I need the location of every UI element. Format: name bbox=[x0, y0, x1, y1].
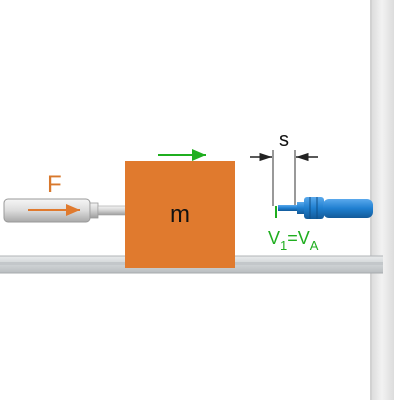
distance-label: s bbox=[279, 129, 289, 151]
force-actuator bbox=[3, 198, 127, 223]
velocity-v1-symbol: V bbox=[268, 228, 280, 248]
velocity-va-symbol: V bbox=[298, 228, 310, 248]
velocity-equals: = bbox=[287, 228, 298, 248]
force-label: F bbox=[47, 171, 62, 198]
shock-absorber bbox=[278, 197, 373, 219]
wall bbox=[370, 0, 394, 400]
mass-label: m bbox=[170, 201, 190, 228]
distance-dimension bbox=[250, 150, 318, 206]
velocity-va-subscript: A bbox=[310, 238, 319, 253]
velocity-equation: V1=VA bbox=[268, 228, 319, 253]
velocity-v1-subscript: 1 bbox=[280, 238, 287, 253]
mass-block bbox=[125, 161, 235, 268]
